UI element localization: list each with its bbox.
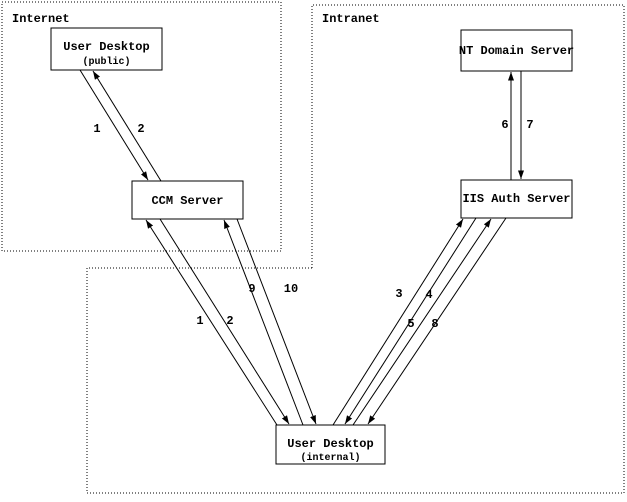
node-user-desktop-internal-subtitle: (internal) [300, 452, 360, 464]
node-ccm-server: CCM Server [131, 180, 244, 220]
edge-label-10: 10 [284, 282, 298, 296]
node-user-desktop-public-subtitle: (public) [82, 56, 130, 68]
node-iis-auth-server: IIS Auth Server [460, 179, 573, 219]
edge-9-internal-desktop-to-ccm [223, 219, 304, 426]
edge-3-internal-desktop-to-iis [332, 218, 464, 426]
intranet-zone-label: Intranet [322, 12, 380, 26]
edge-10-ccm-to-internal-desktop [236, 218, 317, 425]
node-user-desktop-public-box [50, 27, 163, 71]
edge-4-iis-to-internal-desktop [344, 217, 477, 425]
node-nt-domain-server: NT Domain Server [459, 29, 574, 72]
intranet-zone-border [86, 4, 625, 494]
node-iis-auth-server-title: IIS Auth Server [462, 192, 570, 206]
node-user-desktop-internal-title: User Desktop [287, 437, 373, 451]
node-user-desktop-public: User Desktop (public) [50, 27, 163, 71]
node-ccm-server-title: CCM Server [151, 194, 223, 208]
node-user-desktop-internal-box [275, 424, 386, 465]
edge-label-7: 7 [526, 118, 533, 132]
node-nt-domain-server-title: NT Domain Server [459, 44, 574, 58]
edge-label-4: 4 [425, 288, 432, 302]
node-nt-domain-server-box [460, 29, 573, 72]
edge-8-iis-to-internal-desktop [367, 217, 507, 425]
edge-label-5: 5 [407, 317, 414, 331]
edge-label-2-internal: 2 [226, 314, 233, 328]
edge-label-3: 3 [395, 287, 402, 301]
edge-label-1-internal: 1 [196, 314, 203, 328]
edge-label-9: 9 [248, 282, 255, 296]
internet-zone-label: Internet [12, 12, 70, 26]
node-ccm-server-box [131, 180, 244, 220]
edge-label-1-public: 1 [93, 122, 100, 136]
edge-2-ccm-to-public-desktop [92, 70, 162, 182]
edge-1-public-desktop-to-ccm [79, 69, 149, 181]
edge-5-internal-desktop-to-iis [352, 218, 492, 426]
node-user-desktop-public-title: User Desktop [63, 40, 149, 54]
node-iis-auth-server-box [460, 179, 573, 219]
edge-2-ccm-to-internal-desktop [159, 218, 290, 425]
node-user-desktop-internal: User Desktop (internal) [275, 424, 386, 465]
edge-label-6: 6 [501, 118, 508, 132]
edge-label-2-public: 2 [137, 122, 144, 136]
edge-label-8: 8 [431, 317, 438, 331]
edge-1-internal-desktop-to-ccm [145, 219, 278, 426]
